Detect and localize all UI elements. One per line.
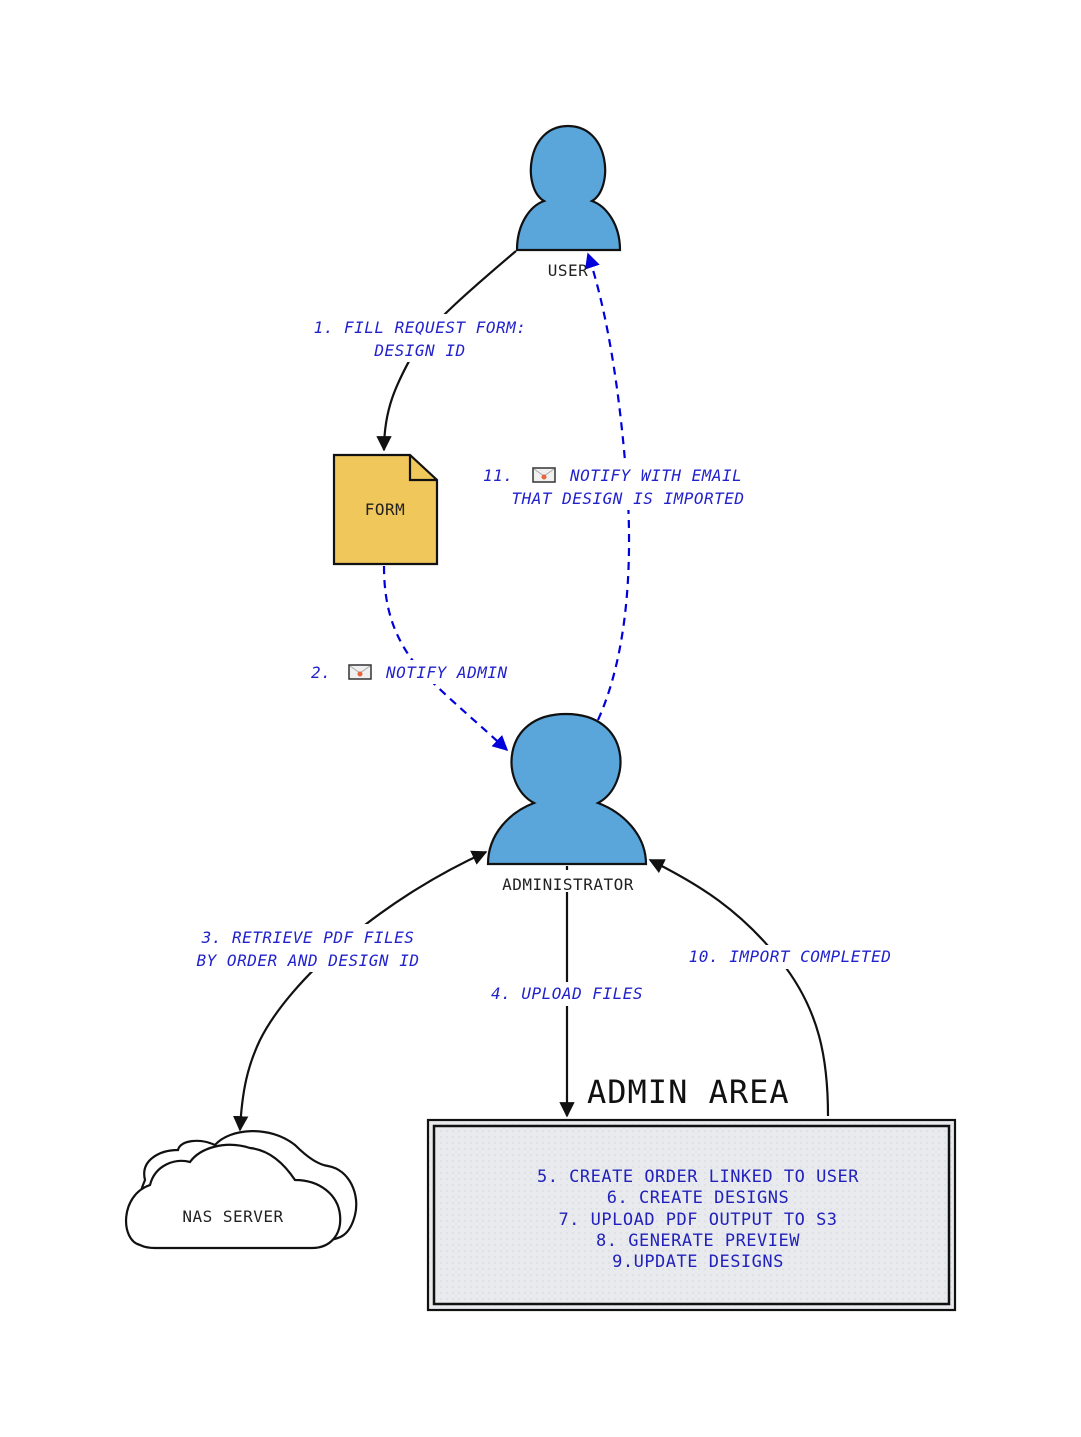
edge-label-line: 10. IMPORT COMPLETED: [689, 947, 892, 966]
administrator-label: ADMINISTRATOR: [502, 875, 634, 894]
user-icon: [515, 124, 622, 252]
cloud-icon: [125, 1143, 342, 1250]
document-icon: [332, 453, 439, 566]
admin-area-title: ADMIN AREA: [587, 1073, 790, 1111]
admin-area-step-8: 8. GENERATE PREVIEW: [596, 1231, 800, 1251]
edge-label-fill-request-form: 1. FILL REQUEST FORM: DESIGN ID: [290, 314, 552, 362]
administrator-node[interactable]: ADMINISTRATOR: [486, 712, 648, 894]
edge-label-line2: THAT DESIGN IS IMPORTED: [511, 489, 744, 508]
edge-label-text: NOTIFY ADMIN: [385, 663, 508, 682]
email-icon: [532, 467, 556, 483]
admin-area-node[interactable]: ADMIN AREA 5. CREATE ORDER LINKED TO USE…: [426, 1073, 957, 1312]
edge-label-notify-user-email: 11. NOTIFY WITH EMAIL THAT DESIGN IS IMP…: [478, 462, 778, 510]
edge-label-line: 1. FILL REQUEST FORM:: [314, 318, 527, 337]
edge-label-import-completed: 10. IMPORT COMPLETED: [666, 945, 914, 969]
edge-label-line: DESIGN ID: [373, 341, 465, 360]
nas-server-node[interactable]: NAS SERVER: [125, 1130, 358, 1250]
edge-label-notify-admin: 2. NOTIFY ADMIN: [306, 660, 532, 684]
form-node[interactable]: FORM: [332, 453, 439, 566]
document-fold: [408, 455, 437, 482]
nas-server-label: NAS SERVER: [182, 1207, 283, 1226]
edge-label-line: BY ORDER AND DESIGN ID: [197, 951, 420, 970]
edge-label-upload-files: 4. UPLOAD FILES: [474, 982, 660, 1006]
edge-label-line: 3. RETRIEVE PDF FILES: [201, 928, 415, 947]
admin-area-inner-border: [432, 1124, 951, 1306]
administrator-icon: [486, 712, 648, 866]
email-icon: [348, 664, 372, 680]
edge-retrieve-pdf-files: [233, 850, 488, 1132]
edge-label-prefix: 11.: [483, 466, 513, 485]
admin-area-step-6: 6. CREATE DESIGNS: [607, 1188, 790, 1208]
admin-area-outer-border: [426, 1118, 957, 1312]
user-node[interactable]: USER: [515, 124, 622, 280]
admin-area-step-5: 5. CREATE ORDER LINKED TO USER: [537, 1167, 859, 1187]
admin-area-step-7: 7. UPLOAD PDF OUTPUT TO S3: [558, 1210, 837, 1230]
edge-notify-admin: [382, 565, 509, 752]
form-label: FORM: [365, 500, 406, 519]
edge-label-text: NOTIFY WITH EMAIL: [569, 466, 742, 485]
user-label: USER: [548, 261, 589, 280]
admin-area-step-9: 9.UPDATE DESIGNS: [612, 1252, 784, 1272]
edge-label-line: 4. UPLOAD FILES: [491, 984, 643, 1003]
edge-label-prefix: 2.: [311, 663, 331, 682]
edge-label-retrieve-pdf-files: 3. RETRIEVE PDF FILES BY ORDER AND DESIG…: [172, 924, 444, 972]
